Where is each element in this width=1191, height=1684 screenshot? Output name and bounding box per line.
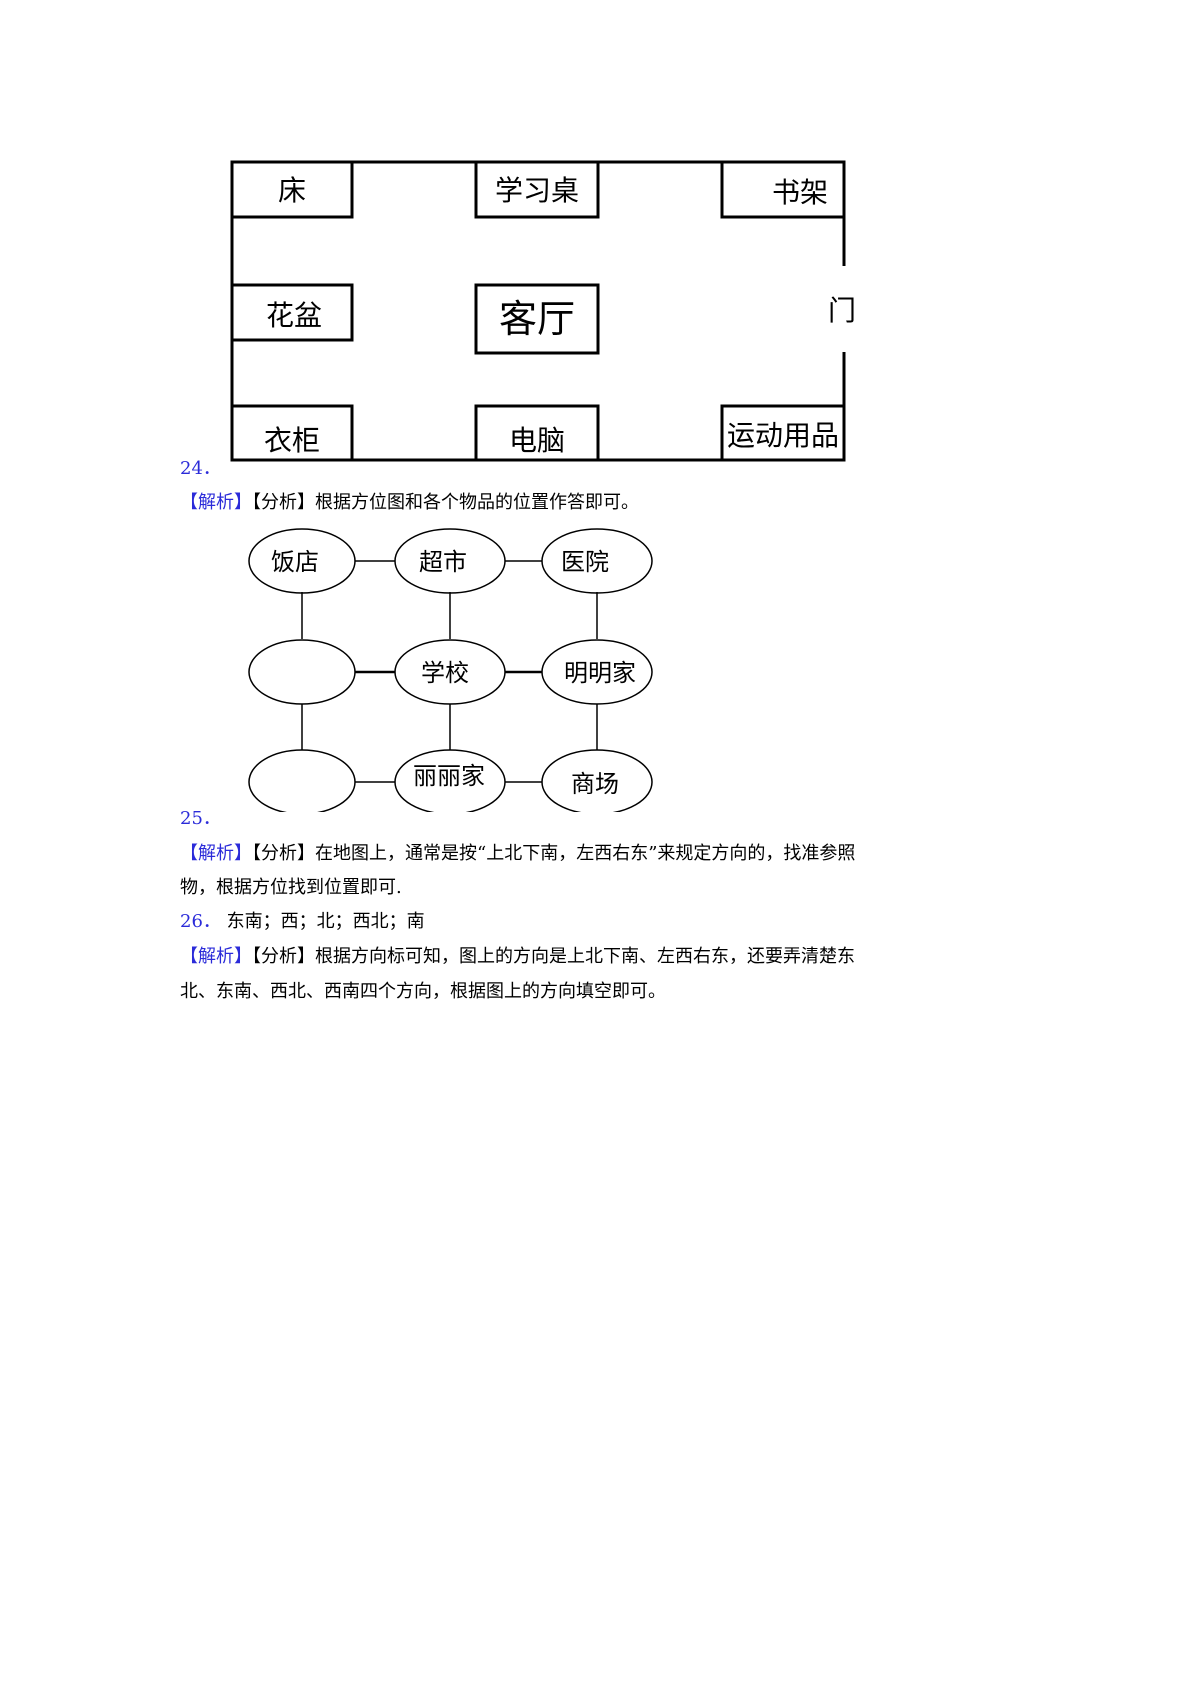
living-room-box	[474, 283, 600, 355]
q26-analysis-line-1: 【解析】【分析】根据方向标可知，图上的方向是上北下南、左西右东，还要弄清楚东	[180, 946, 855, 967]
flowerpot-box	[230, 283, 354, 342]
empty-node-2[interactable]	[248, 749, 356, 815]
school-label: 学校	[421, 659, 469, 687]
flowerpot-label: 花盆	[266, 299, 322, 332]
lili-home-label: 丽丽家	[413, 762, 485, 790]
q24-analysis-line: 【解析】【分析】根据方位图和各个物品的位置作答即可。	[180, 492, 639, 513]
mall-label: 商场	[571, 770, 619, 798]
mingming-home-node	[541, 639, 653, 705]
wardrobe-label: 衣柜	[264, 424, 320, 457]
computer-label: 电脑	[509, 424, 565, 457]
mingming-home-label: 明明家	[564, 659, 636, 687]
bed-label: 床	[278, 174, 306, 207]
hospital-label: 医院	[561, 548, 609, 576]
door-label: 门	[828, 294, 856, 327]
q24-number: 24．	[180, 458, 221, 479]
living-room-label: 客厅	[499, 297, 575, 341]
wardrobe-box	[230, 404, 354, 462]
computer-box	[474, 404, 600, 462]
sports-box	[720, 404, 846, 462]
sports-label: 运动用品	[727, 419, 839, 452]
restaurant-label: 饭店	[271, 548, 319, 576]
supermarket-node	[394, 528, 506, 594]
school-node	[394, 639, 506, 705]
restaurant-node	[248, 528, 356, 594]
supermarket-label: 超市	[419, 548, 467, 576]
bookshelf-label: 书架	[772, 176, 828, 209]
hospital-node	[541, 528, 653, 594]
empty-node-1[interactable]	[248, 639, 356, 705]
desk-label: 学习桌	[495, 174, 579, 207]
room-layout-figure: 床 学习桌 书架 花盆 客厅 衣柜 电脑 运动用品 门 北	[230, 160, 957, 465]
bed-box	[230, 160, 354, 219]
q26-analysis-line-2: 北、东南、西北、西南四个方向，根据图上的方向填空即可。	[180, 981, 666, 1002]
q25-analysis-line-2: 物，根据方位找到位置即可.	[180, 877, 402, 898]
q25-analysis-line-1: 【解析】【分析】在地图上，通常是按“上北下南，左西右东”来规定方向的，找准参照	[180, 843, 856, 864]
q25-number: 25．	[180, 808, 221, 829]
map-diagram: 饭店 超市 医院 学校 明明家 丽丽家 商场	[248, 528, 653, 815]
bookshelf-box	[720, 160, 846, 219]
room-layout-diagram: 床 学习桌 书架 花盆 客厅 衣柜 电脑 运动用品 门 北	[230, 160, 957, 462]
desk-box	[474, 160, 600, 219]
map-figure: 饭店 超市 医院 学校 明明家 丽丽家 商场	[245, 524, 655, 815]
q26-answer-line: 26． 东南；西；北；西北；南	[180, 911, 425, 932]
